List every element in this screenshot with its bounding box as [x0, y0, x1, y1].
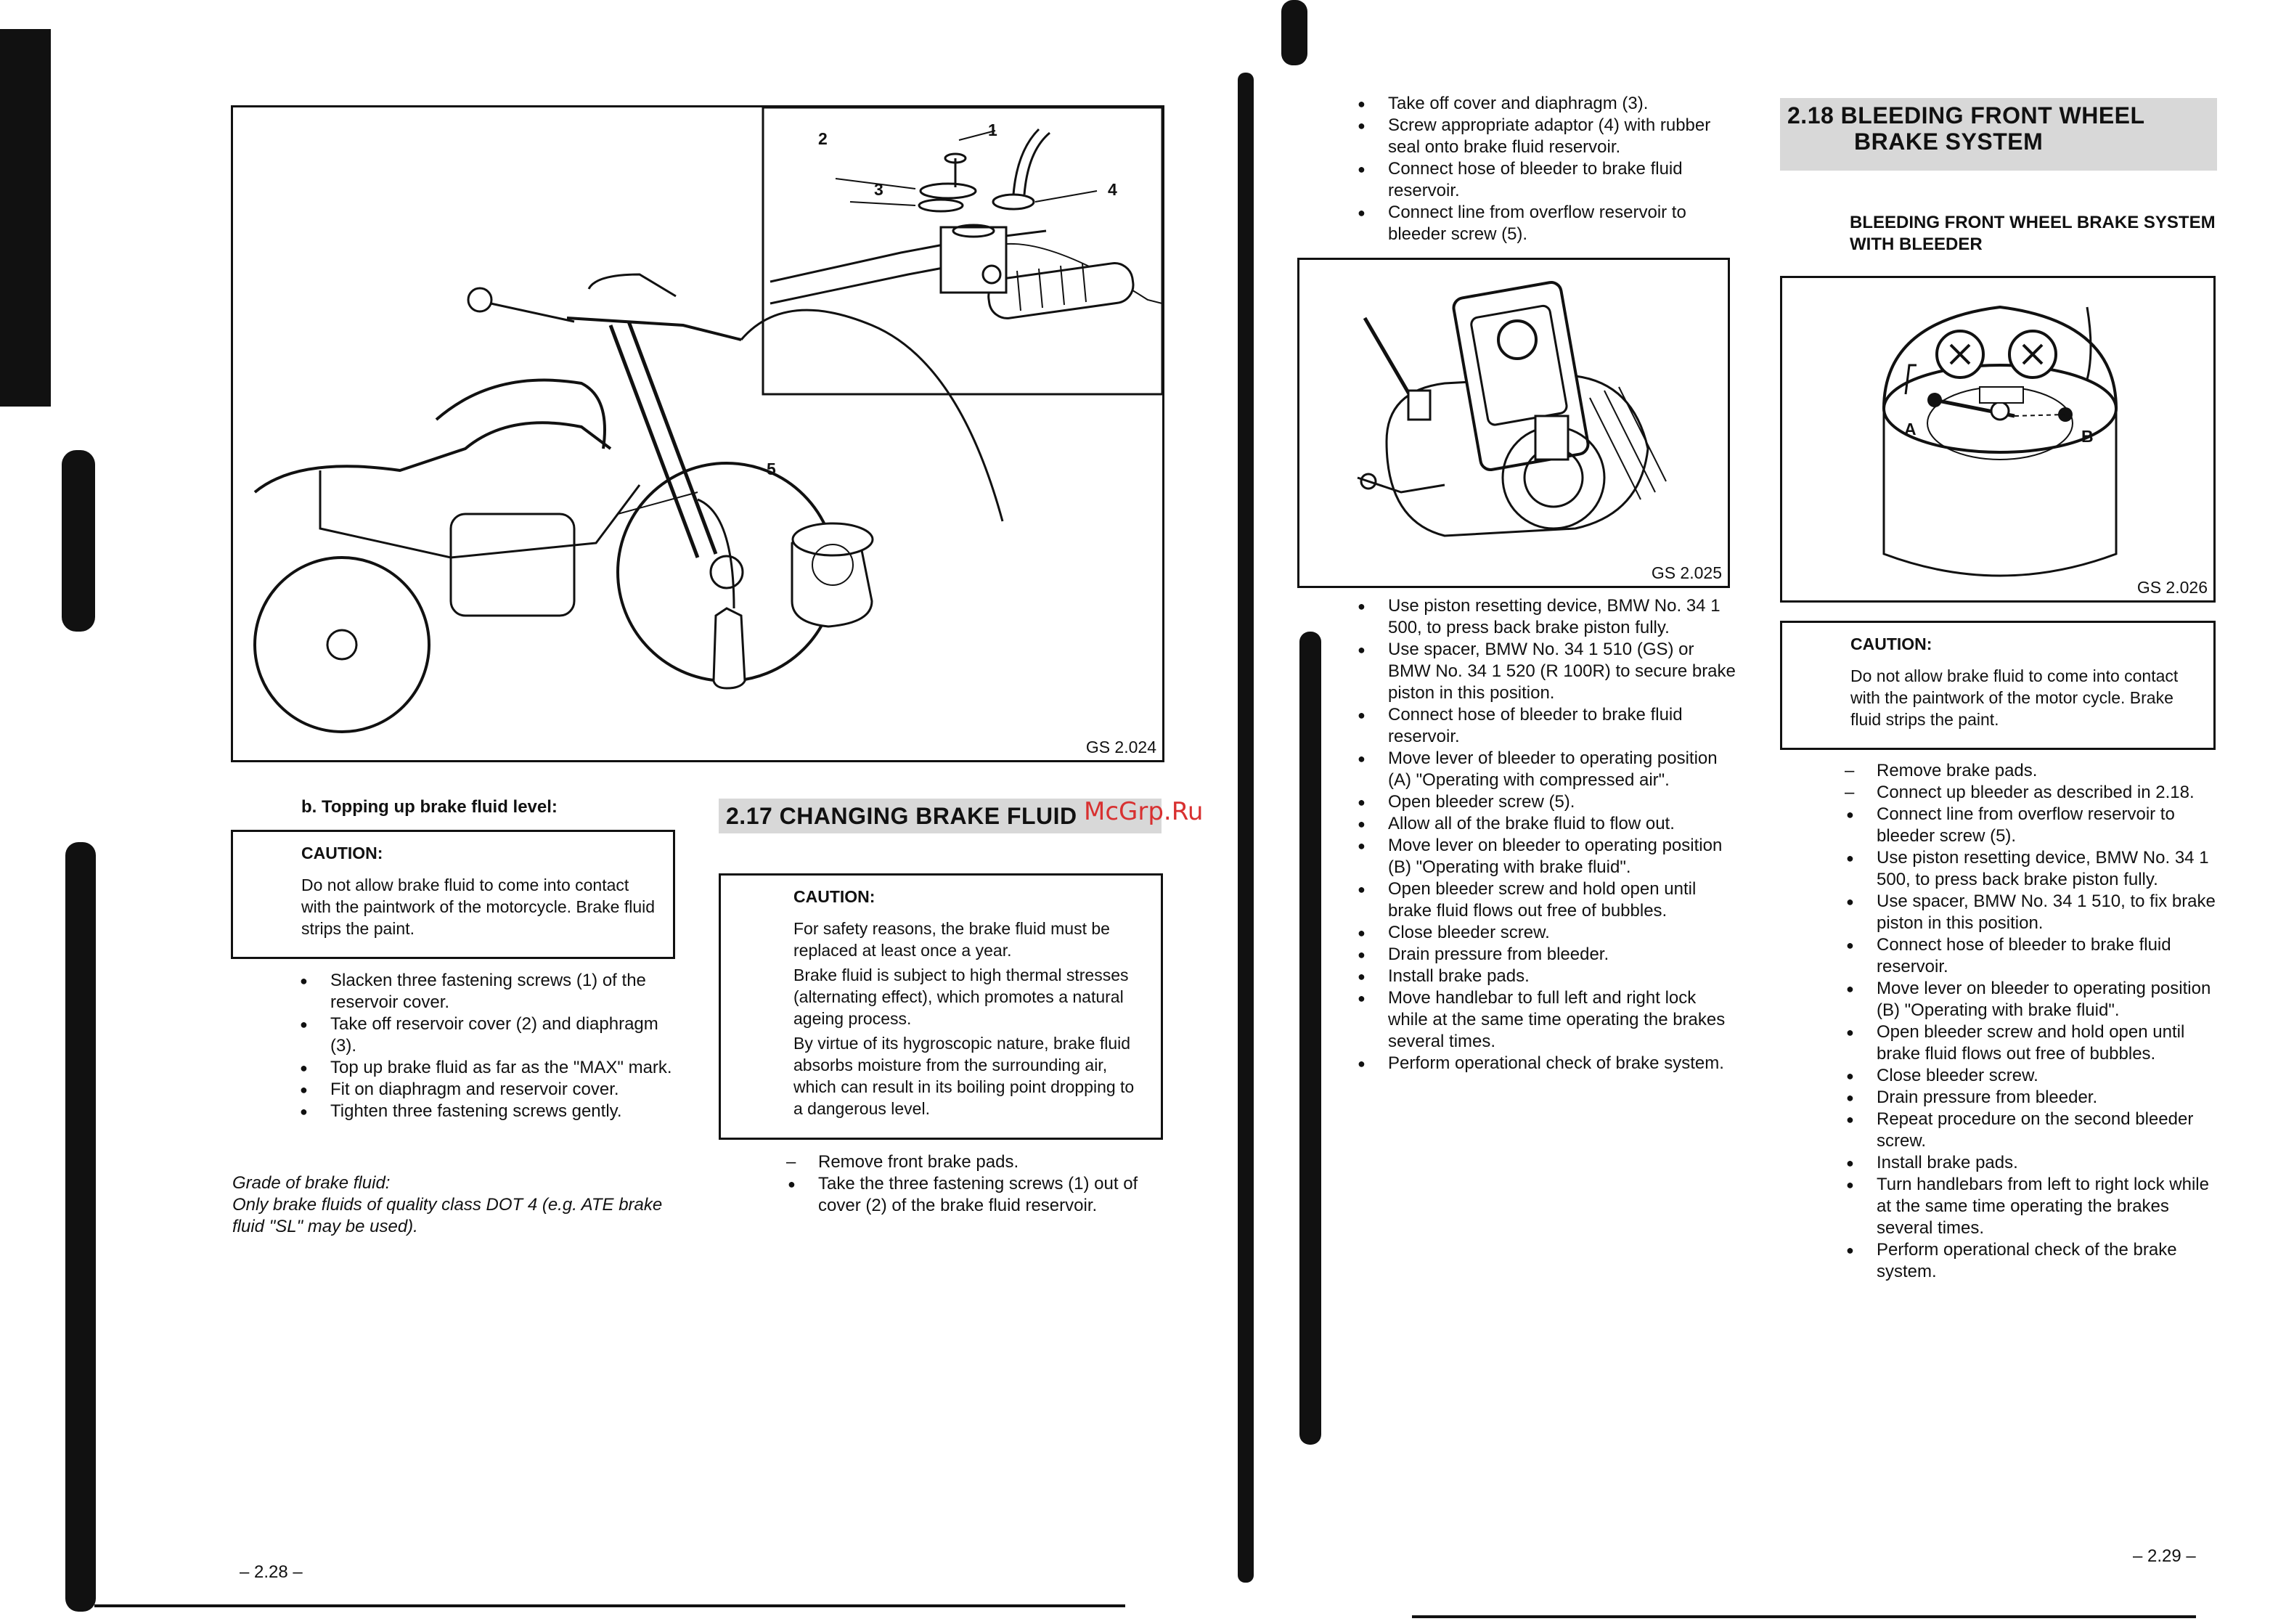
list-item: Open bleeder screw and hold open until b…: [1840, 1021, 2225, 1065]
scan-edge-mark: [65, 842, 96, 1612]
caution-text: Do not allow brake fluid to come into co…: [301, 876, 656, 938]
caution-box-changing-fluid: CAUTION: For safety reasons, the brake f…: [719, 873, 1163, 1140]
list-item: Take off reservoir cover (2) and diaphra…: [294, 1013, 679, 1057]
list-item: Remove front brake pads.: [782, 1151, 1167, 1173]
figure-bleeder: A B GS 2.026: [1780, 276, 2216, 603]
caution-para: Brake fluid is subject to high thermal s…: [793, 966, 1129, 1028]
left-page: 1 2 3 4 5 GS 2.024 b. Topping up brake f…: [0, 0, 1191, 1624]
caliper-illustration: [1357, 281, 1667, 537]
section-title-line1: 2.18 BLEEDING FRONT WHEEL: [1787, 102, 2145, 128]
caution-text: Do not allow brake fluid to come into co…: [1850, 666, 2179, 729]
caution-para: For safety reasons, the brake fluid must…: [793, 919, 1110, 960]
callout-4: 4: [1108, 180, 1117, 199]
grade-text: Only brake fluids of quality class DOT 4…: [232, 1195, 663, 1236]
list-item: Use spacer, BMW No. 34 1 510 (GS) or BMW…: [1352, 639, 1736, 704]
scan-edge-mark: [94, 1604, 1125, 1607]
list-item: Drain pressure from bleeder.: [1352, 944, 1736, 966]
gutter-mark: [1238, 73, 1254, 1583]
figure-motorcycle: 1 2 3 4 5 GS 2.024: [231, 105, 1164, 762]
watermark: McGrp.Ru: [1084, 797, 1204, 826]
list-item: Connect up bleeder as described in 2.18.: [1840, 782, 2225, 804]
callout-5: 5: [767, 460, 776, 478]
col1-steps-top: Take off cover and diaphragm (3). Screw …: [1352, 93, 1736, 245]
list-item: Close bleeder screw.: [1352, 922, 1736, 944]
figure-label: GS 2.025: [1651, 563, 1722, 582]
callout-1: 1: [988, 121, 997, 139]
list-item: Move lever on bleeder to operating posit…: [1840, 978, 2225, 1021]
page-number-right: – 2.29 –: [2133, 1546, 2196, 1566]
list-item: Connect line from overflow reservoir to …: [1840, 804, 2225, 847]
list-item: Use spacer, BMW No. 34 1 510, to fix bra…: [1840, 891, 2225, 934]
scan-edge-mark: [1412, 1615, 2196, 1618]
section-2-18-heading: 2.18 BLEEDING FRONT WHEEL BRAKE SYSTEM: [1780, 98, 2217, 171]
bleeding-steps: Remove brake pads. Connect up bleeder as…: [1840, 760, 2225, 1283]
list-item: Slacken three fastening screws (1) of th…: [294, 970, 679, 1013]
list-item: Top up brake fluid as far as the "MAX" m…: [294, 1057, 679, 1079]
list-item: Connect hose of bleeder to brake fluid r…: [1352, 158, 1736, 202]
caution-box-bleeding: CAUTION: Do not allow brake fluid to com…: [1780, 621, 2216, 750]
topping-up-heading: b. Topping up brake fluid level:: [301, 797, 558, 817]
gutter-mark: [1281, 0, 1307, 65]
caution-title: CAUTION:: [793, 887, 875, 906]
col1-steps-bottom: Use piston resetting device, BMW No. 34 …: [1352, 595, 1736, 1074]
list-item: Perform operational check of brake syste…: [1352, 1053, 1736, 1074]
list-item: Take off cover and diaphragm (3).: [1352, 93, 1736, 115]
list-item: Install brake pads.: [1840, 1152, 2225, 1174]
page-number-left: – 2.28 –: [240, 1562, 303, 1582]
figure-brake-caliper: GS 2.025: [1297, 258, 1730, 588]
right-page: Take off cover and diaphragm (3). Screw …: [1191, 0, 2294, 1624]
grade-title: Grade of brake fluid:: [232, 1173, 391, 1193]
list-item: Drain pressure from bleeder.: [1840, 1087, 2225, 1109]
callout-2: 2: [818, 129, 828, 148]
caution-box-topping-up: CAUTION: Do not allow brake fluid to com…: [231, 830, 675, 959]
list-item: Screw appropriate adaptor (4) with rubbe…: [1352, 115, 1736, 158]
list-item: Fit on diaphragm and reservoir cover.: [294, 1079, 679, 1101]
list-item: Take the three fastening screws (1) out …: [782, 1173, 1167, 1217]
list-item: Tighten three fastening screws gently.: [294, 1101, 679, 1122]
scan-edge-mark: [0, 29, 51, 407]
list-item: Turn handlebars from left to right lock …: [1840, 1174, 2225, 1239]
topping-up-steps: Slacken three fastening screws (1) of th…: [294, 970, 679, 1122]
callout-b: B: [2081, 427, 2094, 446]
list-item: Move handlebar to full left and right lo…: [1352, 987, 1736, 1053]
list-item: Remove brake pads.: [1840, 760, 2225, 782]
list-item: Perform operational check of the brake s…: [1840, 1239, 2225, 1283]
list-item: Open bleeder screw (5).: [1352, 791, 1736, 813]
figure-label: GS 2.026: [2136, 578, 2208, 597]
callout-3: 3: [874, 180, 883, 199]
list-item: Connect hose of bleeder to brake fluid r…: [1840, 934, 2225, 978]
section-2-17-heading: 2.17 CHANGING BRAKE FLUID: [719, 799, 1162, 833]
caution-title: CAUTION:: [301, 844, 383, 862]
gutter-mark: [1299, 632, 1321, 1445]
list-item: Allow all of the brake fluid to flow out…: [1352, 813, 1736, 835]
figure-label: GS 2.024: [1085, 738, 1156, 756]
list-item: Close bleeder screw.: [1840, 1065, 2225, 1087]
changing-fluid-steps: Remove front brake pads. Take the three …: [782, 1151, 1167, 1217]
caution-para: By virtue of its hygroscopic nature, bra…: [793, 1034, 1135, 1118]
caution-title: CAUTION:: [1850, 634, 1932, 653]
list-item: Open bleeder screw and hold open until b…: [1352, 878, 1736, 922]
list-item: Connect line from overflow reservoir to …: [1352, 202, 1736, 245]
list-item: Use piston resetting device, BMW No. 34 …: [1840, 847, 2225, 891]
motorcycle-illustration: [253, 107, 1162, 733]
bleeder-illustration: [1882, 305, 2118, 577]
scan-edge-mark: [62, 450, 95, 632]
grade-of-brake-fluid: Grade of brake fluid: Only brake fluids …: [232, 1172, 682, 1238]
section-title-line2: BRAKE SYSTEM: [1854, 128, 2044, 155]
list-item: Move lever on bleeder to operating posit…: [1352, 835, 1736, 878]
list-item: Connect hose of bleeder to brake fluid r…: [1352, 704, 1736, 748]
bleeding-subheading: BLEEDING FRONT WHEEL BRAKE SYSTEM WITH B…: [1850, 213, 2216, 254]
list-item: Install brake pads.: [1352, 966, 1736, 987]
list-item: Move lever of bleeder to operating posit…: [1352, 748, 1736, 791]
list-item: Use piston resetting device, BMW No. 34 …: [1352, 595, 1736, 639]
callout-a: A: [1904, 420, 1917, 438]
list-item: Repeat procedure on the second bleeder s…: [1840, 1109, 2225, 1152]
